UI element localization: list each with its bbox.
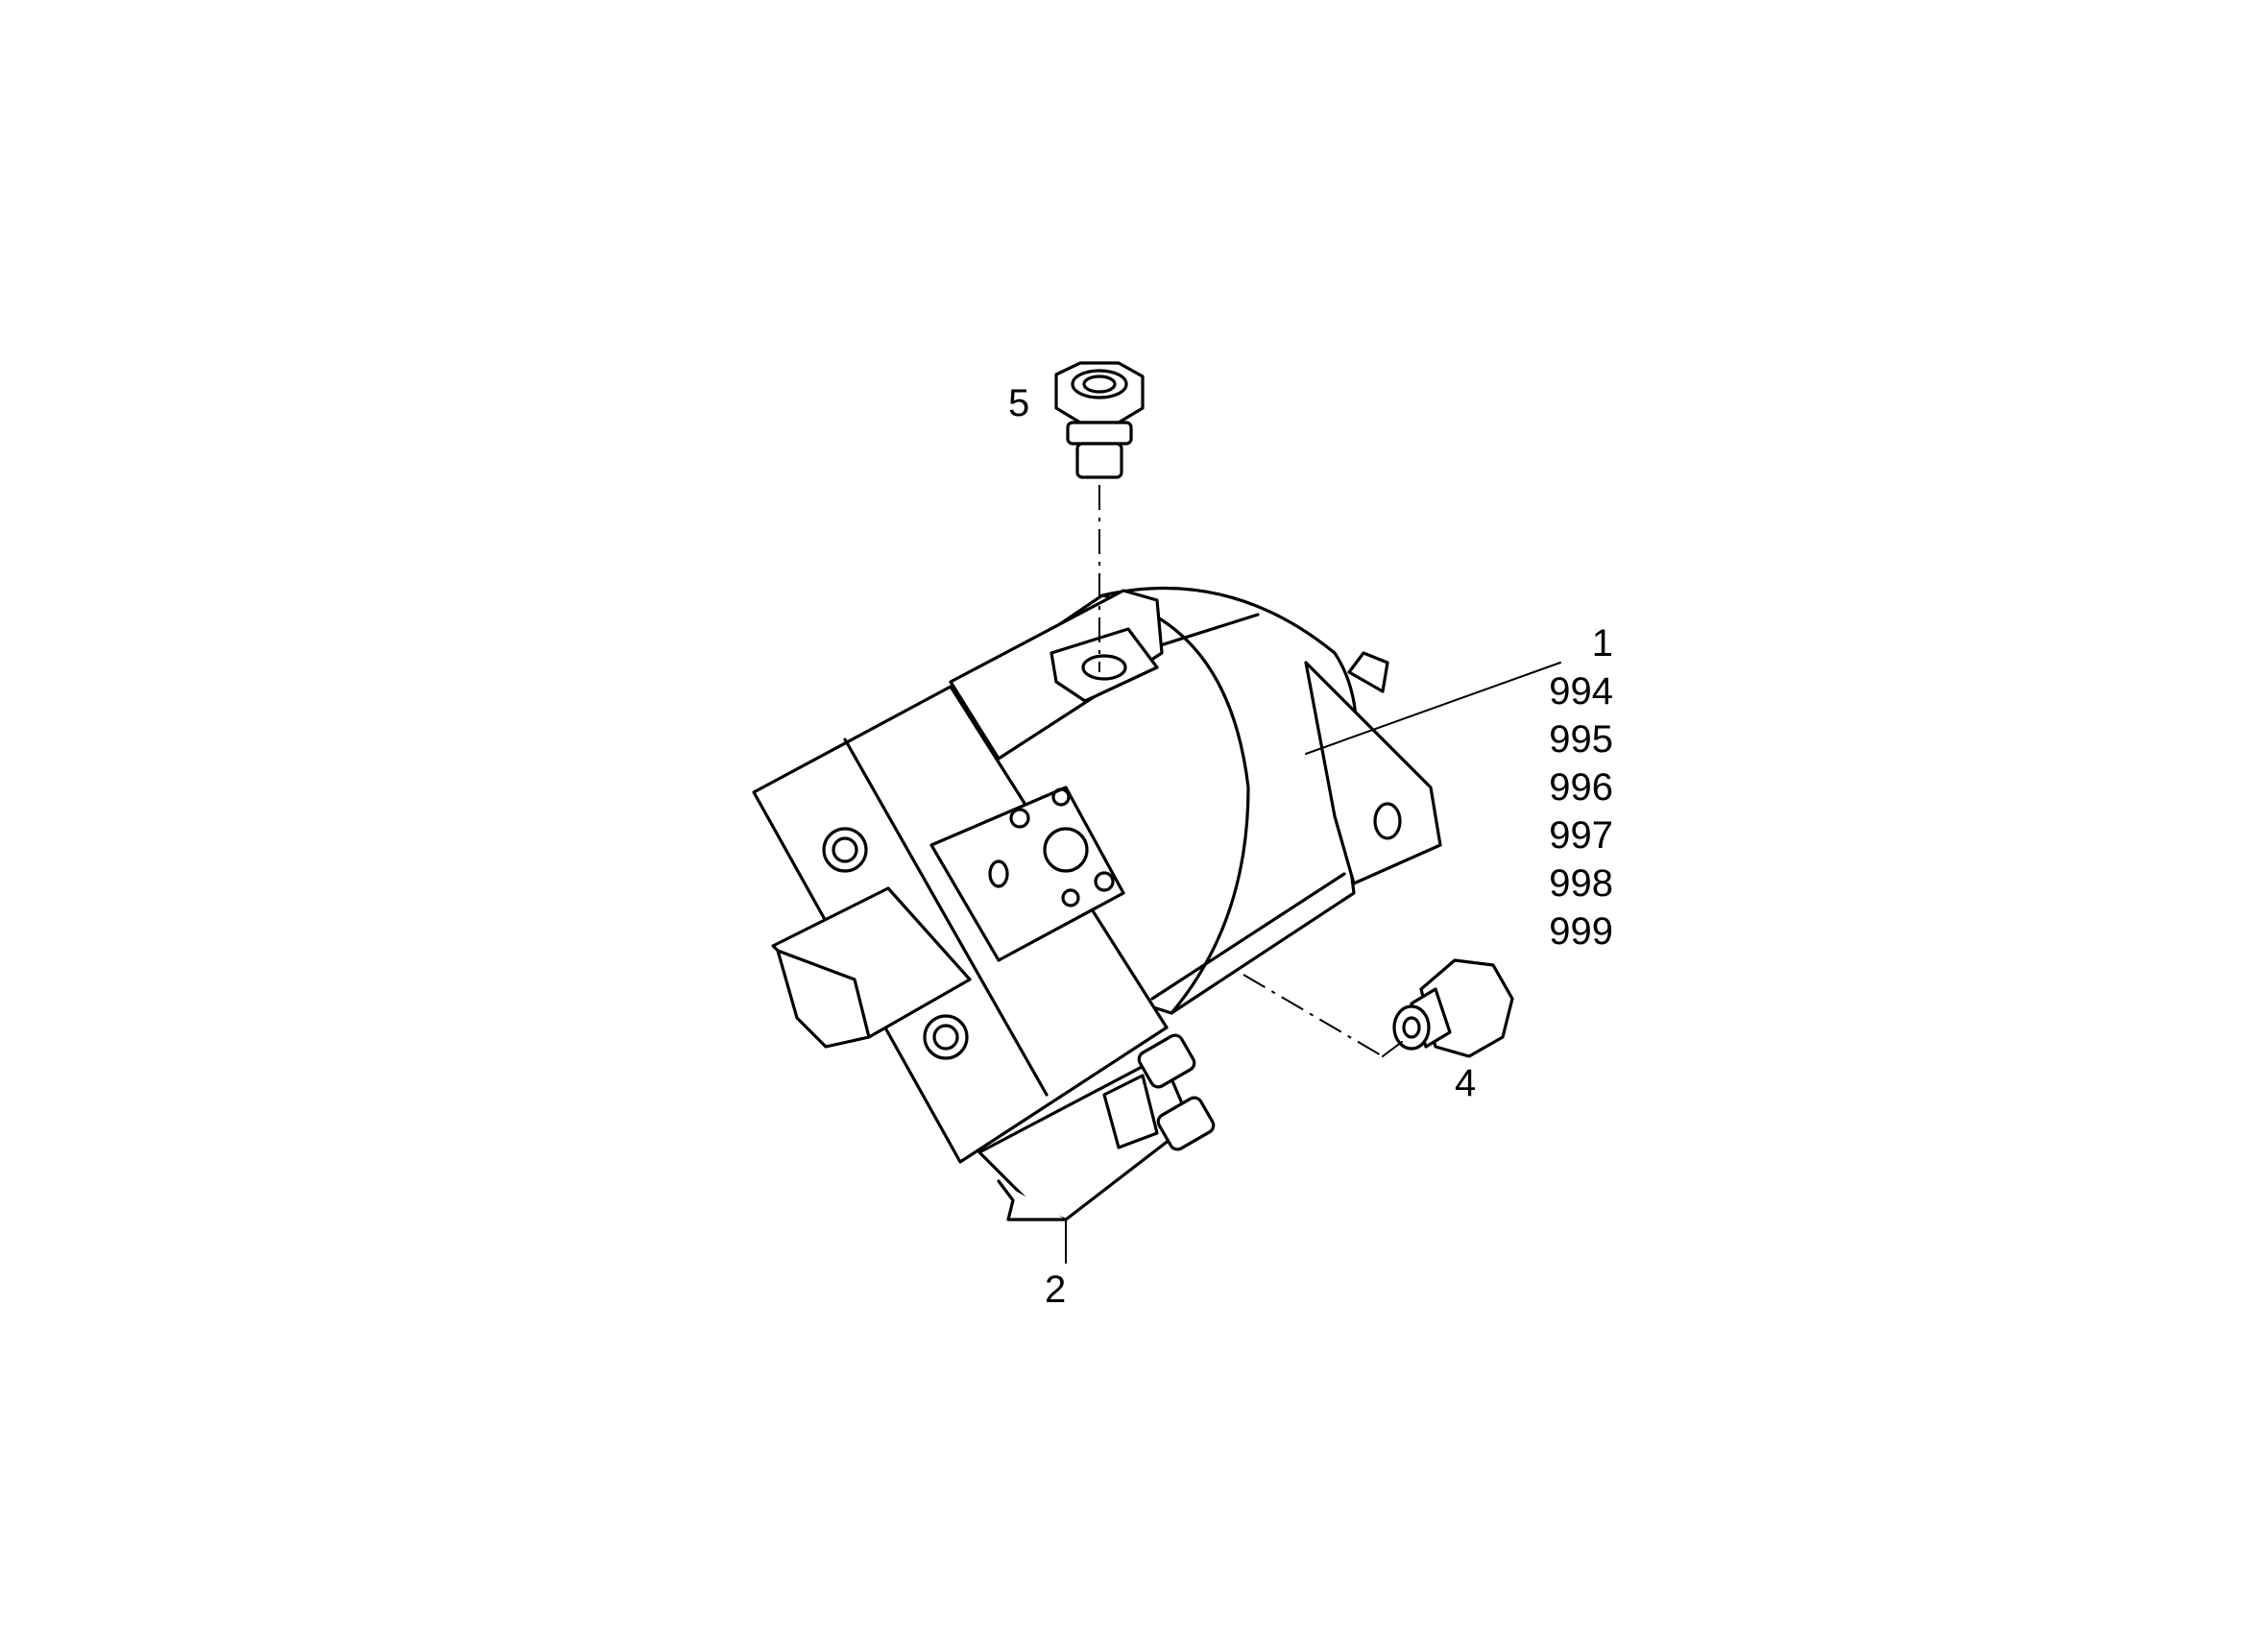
control-valve-block bbox=[977, 1033, 1216, 1221]
callout-997: 997 bbox=[1549, 814, 1613, 857]
fitting-4 bbox=[1392, 958, 1514, 1058]
end-cover-plate bbox=[752, 685, 1169, 1164]
callout-1: 1 bbox=[1591, 622, 1613, 665]
leader-4-axis bbox=[1243, 974, 1384, 1057]
mounting-flange bbox=[1304, 651, 1442, 885]
fitting-5 bbox=[1054, 361, 1145, 479]
callout-2: 2 bbox=[1045, 1269, 1067, 1311]
leader-4-tick bbox=[1382, 1041, 1403, 1057]
leader-line-1 bbox=[1305, 662, 1561, 755]
port-block-top bbox=[949, 589, 1164, 761]
callout-998: 998 bbox=[1549, 862, 1613, 905]
solenoid-valve bbox=[771, 886, 972, 1049]
bolt-lower bbox=[923, 1014, 969, 1060]
drive-shaft-spline bbox=[1347, 651, 1389, 693]
callout-999: 999 bbox=[1549, 910, 1613, 953]
callout-994: 994 bbox=[1549, 670, 1613, 713]
bolt-upper bbox=[822, 827, 868, 873]
callout-5: 5 bbox=[1008, 382, 1030, 424]
callout-4: 4 bbox=[1455, 1062, 1477, 1104]
callout-995: 995 bbox=[1549, 718, 1613, 761]
callout-996: 996 bbox=[1549, 766, 1613, 809]
